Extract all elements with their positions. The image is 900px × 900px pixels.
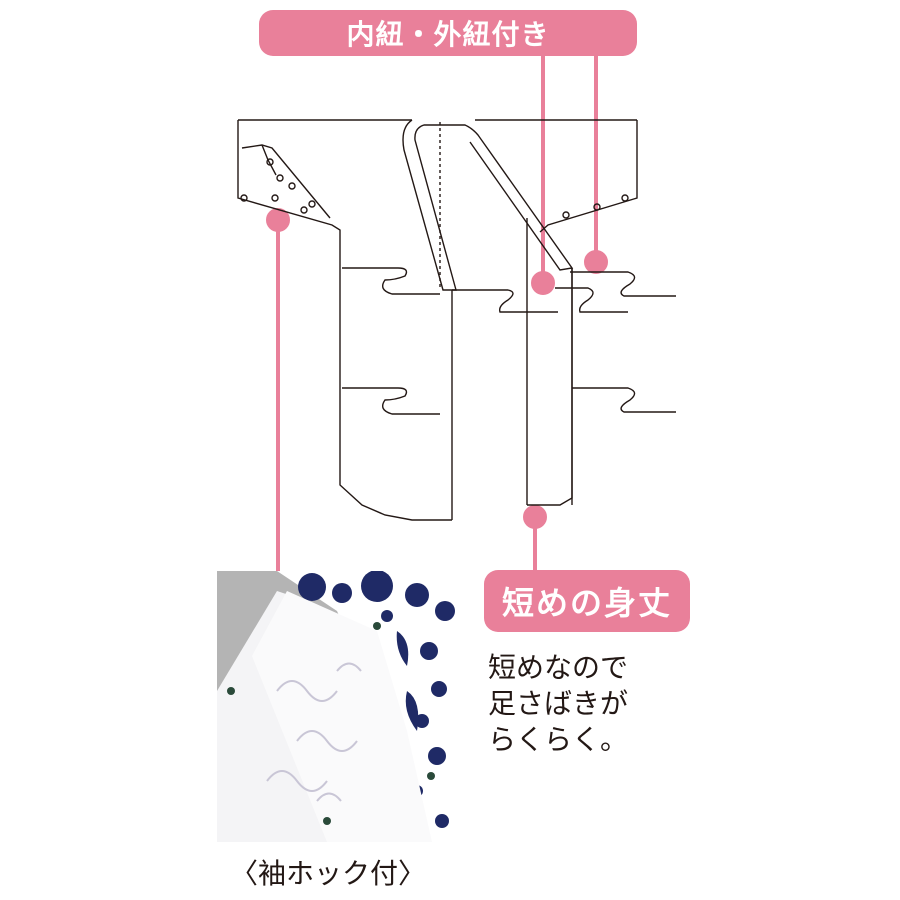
callout-dot-sleeve-hook	[266, 208, 290, 232]
garment-outline	[237, 119, 676, 521]
description-line: らくらく。	[488, 723, 629, 756]
description-line: 短めなので	[488, 651, 629, 684]
sleeve-hook-photo	[217, 571, 455, 842]
callout-dot-outer-tie	[584, 250, 608, 274]
ties-badge: 内紐・外紐付き	[259, 10, 637, 56]
callout-dot-inner-tie	[531, 271, 555, 295]
callout-dot-length	[523, 505, 547, 529]
sleeve-hook-caption: 〈袖ホック付〉	[230, 857, 427, 890]
short-length-badge: 短めの身丈	[484, 570, 690, 632]
description-line: 足さばきが	[488, 687, 629, 720]
length-description: 短めなので 足さばきが らくらく。	[488, 650, 688, 758]
